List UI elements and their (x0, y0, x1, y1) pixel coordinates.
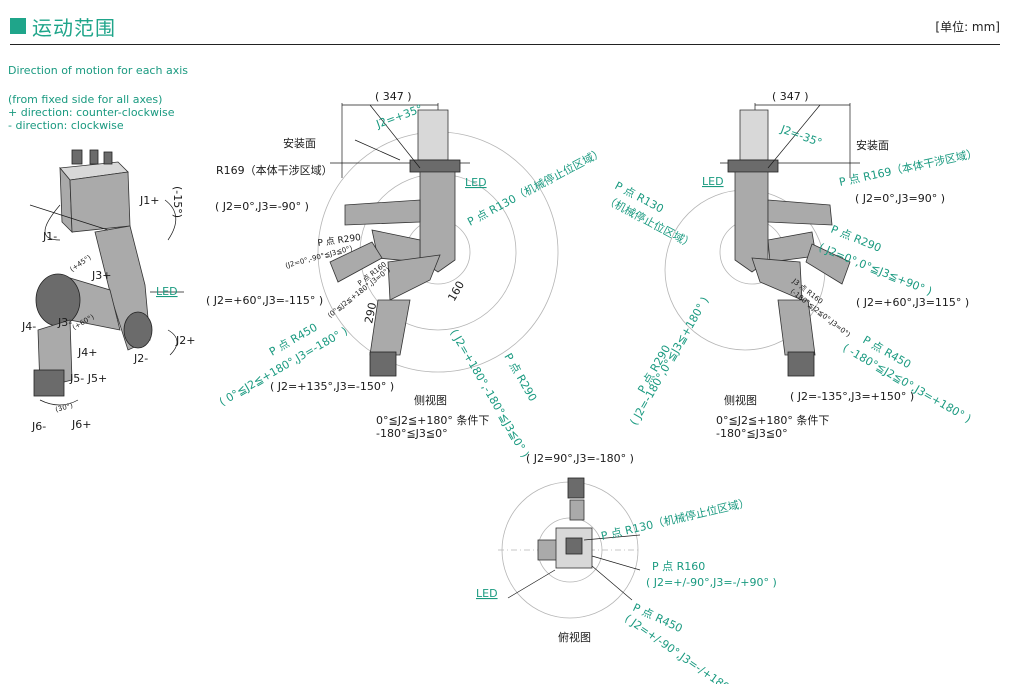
label-j2-p60-right: ( J2=+60°,J3=115° ) (856, 296, 969, 309)
dim-347-left: ( 347 ) (375, 90, 412, 103)
label-j2-0-j3-90: ( J2=0°,J3=90° ) (855, 192, 945, 205)
caption-side-view-right: 侧视图 (724, 393, 757, 407)
intro-line-fixed: (from fixed side for all axes) (8, 93, 163, 106)
label-r169-right: P 点 R169（本体干涉区域） (838, 146, 979, 189)
label-mount-surface-right: 安装面 (856, 138, 889, 152)
label-j2-minus: J2- (133, 352, 148, 365)
label-r160-cond-top: ( J2=+/-90°,J3=-/+90° ) (646, 576, 777, 589)
label-r290-cond-right-b: ( J2=-180°,0°≦J3≦+180° ) (627, 295, 711, 428)
cond2-left: -180°≦J3≦0° (376, 427, 448, 440)
label-j4-minus: J4- (21, 320, 36, 333)
page-title: 运动范围 (32, 16, 116, 40)
label-j2-0-j3-m90: ( J2=0°,J3=-90° ) (215, 200, 309, 213)
label-j6-minus: J6- (31, 420, 46, 433)
label-angle-plus45: (+45°) (69, 253, 93, 273)
dim-347-right: ( 347 ) (772, 90, 809, 103)
label-mount-surface-left: 安装面 (283, 136, 316, 150)
label-j2-plus: J2+ (175, 334, 195, 347)
label-j3-minus: J3- (57, 316, 72, 329)
caption-top-view: 俯视图 (558, 630, 591, 644)
cond2-right: -180°≦J3≦0° (716, 427, 788, 440)
label-j1-minus: J1- (42, 230, 57, 243)
intro-line-minus: - direction: clockwise (8, 119, 124, 132)
caption-side-view-left: 侧视图 (414, 393, 447, 407)
label-j6-plus: J6+ (71, 418, 91, 431)
label-r169-left: R169（本体干涉区域） (216, 163, 333, 177)
side-view-left: ( 347 ) J2=+35° 安装面 LED R169（本体干涉区域） ( J… (206, 90, 606, 460)
label-j2-minus35: J2=-35° (778, 122, 824, 149)
isometric-robot: J1+ J1- (-15°) (+45°) J3+ LED J4- J3- (+… (21, 149, 195, 433)
label-led-side-right: LED (702, 175, 724, 188)
label-r290-cond-left: ( J2=+180°,-180°≦J3≦0° ) (447, 327, 531, 460)
label-j5: J5- J5+ (69, 372, 107, 385)
label-r450-cond-right: ( -180°≦J2≦0°,J3=+180° ) (841, 341, 974, 425)
label-j1-plus: J1+ (139, 194, 159, 207)
label-j3-plus: J3+ (91, 269, 111, 282)
cond1-left: 0°≦J2≦+180° 条件下 (376, 413, 489, 427)
label-j2-90-top: ( J2=90°,J3=-180° ) (526, 452, 634, 465)
header-square-icon (10, 18, 26, 34)
label-led-left: LED (156, 285, 178, 298)
label-p-r160-top: P 点 R160 (652, 560, 705, 573)
label-angle-30: (30°) (54, 402, 74, 414)
unit-label: [单位: mm] (935, 20, 1000, 34)
label-j2-plus35: J2=+35° (374, 102, 425, 131)
side-view-right: ( 347 ) J2=-35° 安装面 LED P 点 R169（本体干涉区域）… (603, 90, 979, 440)
label-led-side-left: LED (465, 176, 487, 189)
section-header: 运动范围 [单位: mm] (10, 10, 1000, 45)
label-angle-minus15: (-15°) (171, 186, 184, 218)
intro-heading: Direction of motion for each axis (8, 64, 188, 77)
top-view: ( J2=90°,J3=-180° ) P 点 R130（机械停止位区域） P … (476, 452, 777, 684)
label-p-r290-left: P 点 R290 (501, 351, 539, 404)
label-p-r290-small: P 点 R290 (317, 232, 362, 249)
label-j2-p60: ( J2=+60°,J3=-115° ) (206, 294, 323, 307)
cond1-right: 0°≦J2≦+180° 条件下 (716, 413, 829, 427)
label-j2-p135: ( J2=+135°,J3=-150° ) (270, 380, 394, 393)
label-led-top: LED (476, 587, 498, 600)
label-j2-m135: ( J2=-135°,J3=+150° ) (790, 390, 914, 403)
label-j4-plus: J4+ (77, 346, 97, 359)
label-r130-top: P 点 R130（机械停止位区域） (600, 495, 752, 543)
intro-line-plus: + direction: counter-clockwise (8, 106, 175, 119)
dim-290: 290 (362, 301, 379, 324)
